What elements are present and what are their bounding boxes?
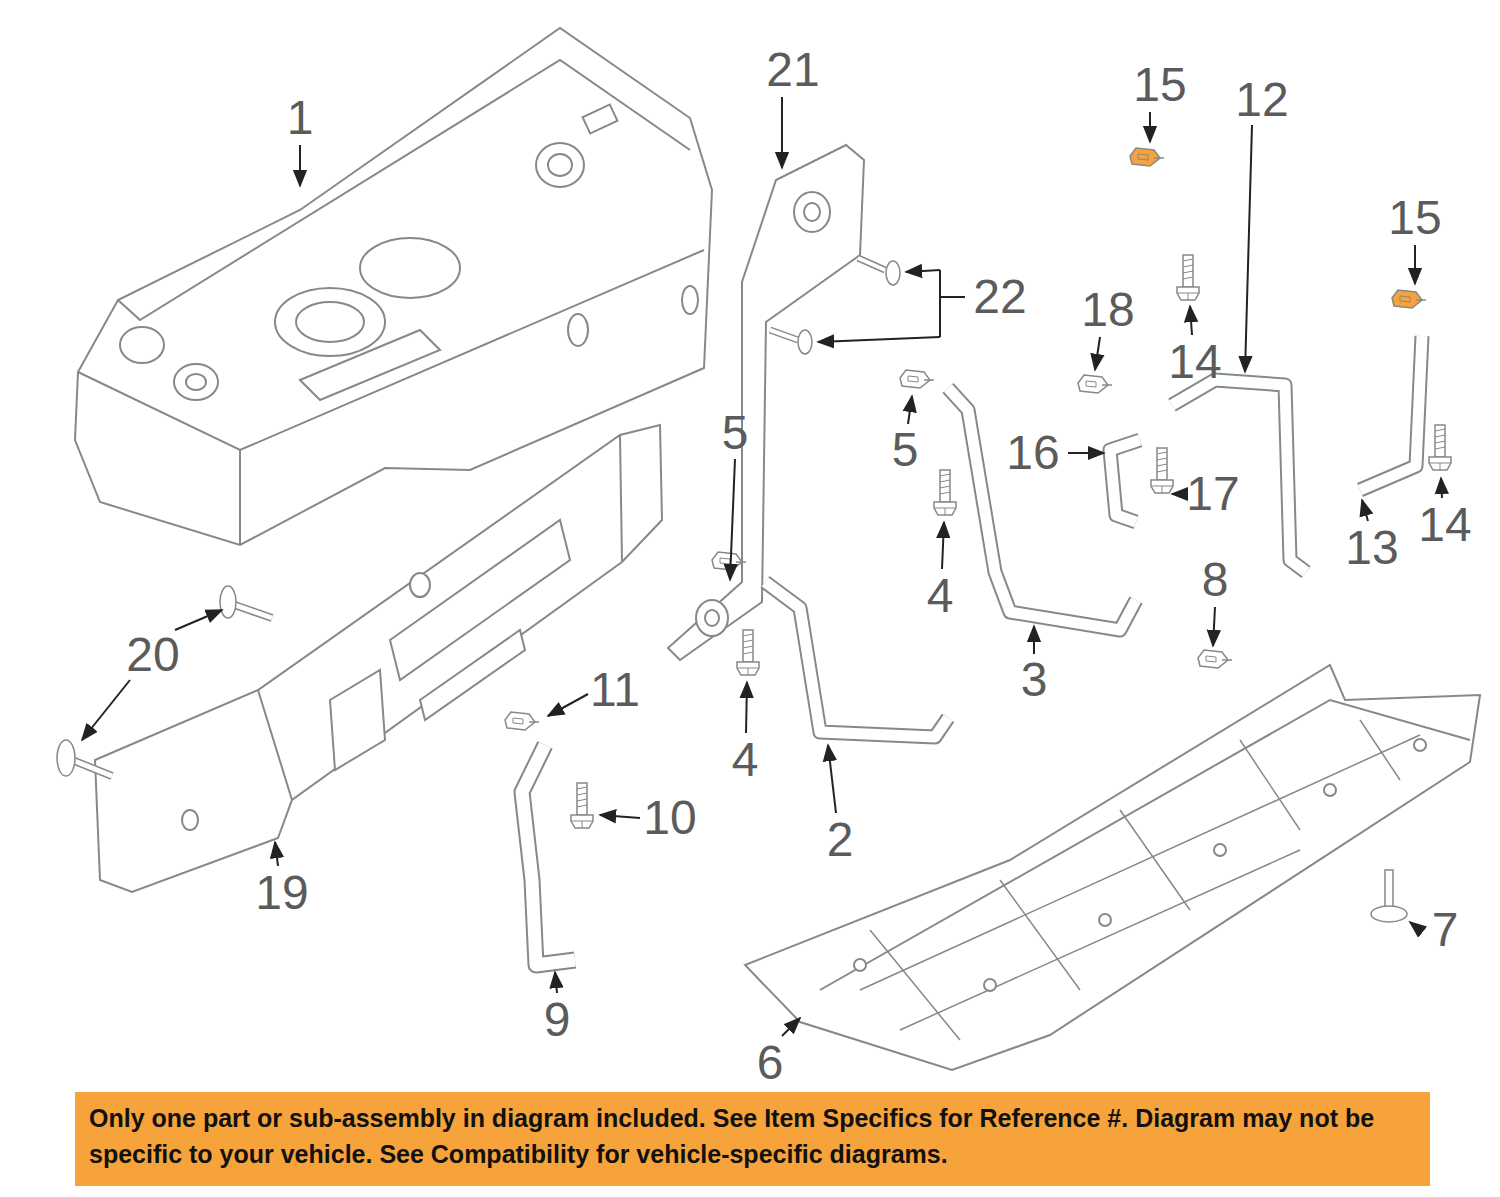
bolts [571,255,1451,922]
callout-number: 11 [590,666,640,714]
callout-number: 5 [892,426,919,474]
callout-number: 16 [1006,429,1059,477]
callout-number: 2 [827,816,854,864]
tank-shield [95,425,662,892]
callout-number: 4 [732,736,759,784]
callout-number: 19 [255,869,308,917]
leader-lines [275,97,1442,1036]
callout-number: 9 [544,996,571,1044]
skid-plate [745,665,1480,1070]
callout-number: 8 [1202,556,1229,604]
callout-number: 18 [1081,286,1134,334]
callout-number: 3 [1021,656,1048,704]
callout-number: 4 [927,572,954,620]
bracket-bolts [770,258,965,354]
notice-text: Only one part or sub-assembly in diagram… [89,1100,1416,1173]
callout-number: 14 [1418,501,1471,549]
callout-number: 5 [722,409,749,457]
notice-banner: Only one part or sub-assembly in diagram… [75,1092,1430,1186]
callout-number: 21 [766,46,819,94]
callout-number: 12 [1235,76,1288,124]
tank-straps [522,336,1422,965]
callout-number: 15 [1133,61,1186,109]
callout-number: 17 [1186,470,1239,518]
callout-number: 10 [643,794,696,842]
callout-number: 7 [1432,906,1459,954]
callout-number: 13 [1345,524,1398,572]
callout-number: 20 [126,631,179,679]
shield-pins [57,586,272,776]
callout-number: 6 [757,1039,784,1087]
callout-number: 15 [1388,194,1441,242]
callout-number: 22 [973,273,1026,321]
clips [505,148,1426,730]
callout-number: 1 [287,94,314,142]
callout-number: 14 [1168,338,1221,386]
